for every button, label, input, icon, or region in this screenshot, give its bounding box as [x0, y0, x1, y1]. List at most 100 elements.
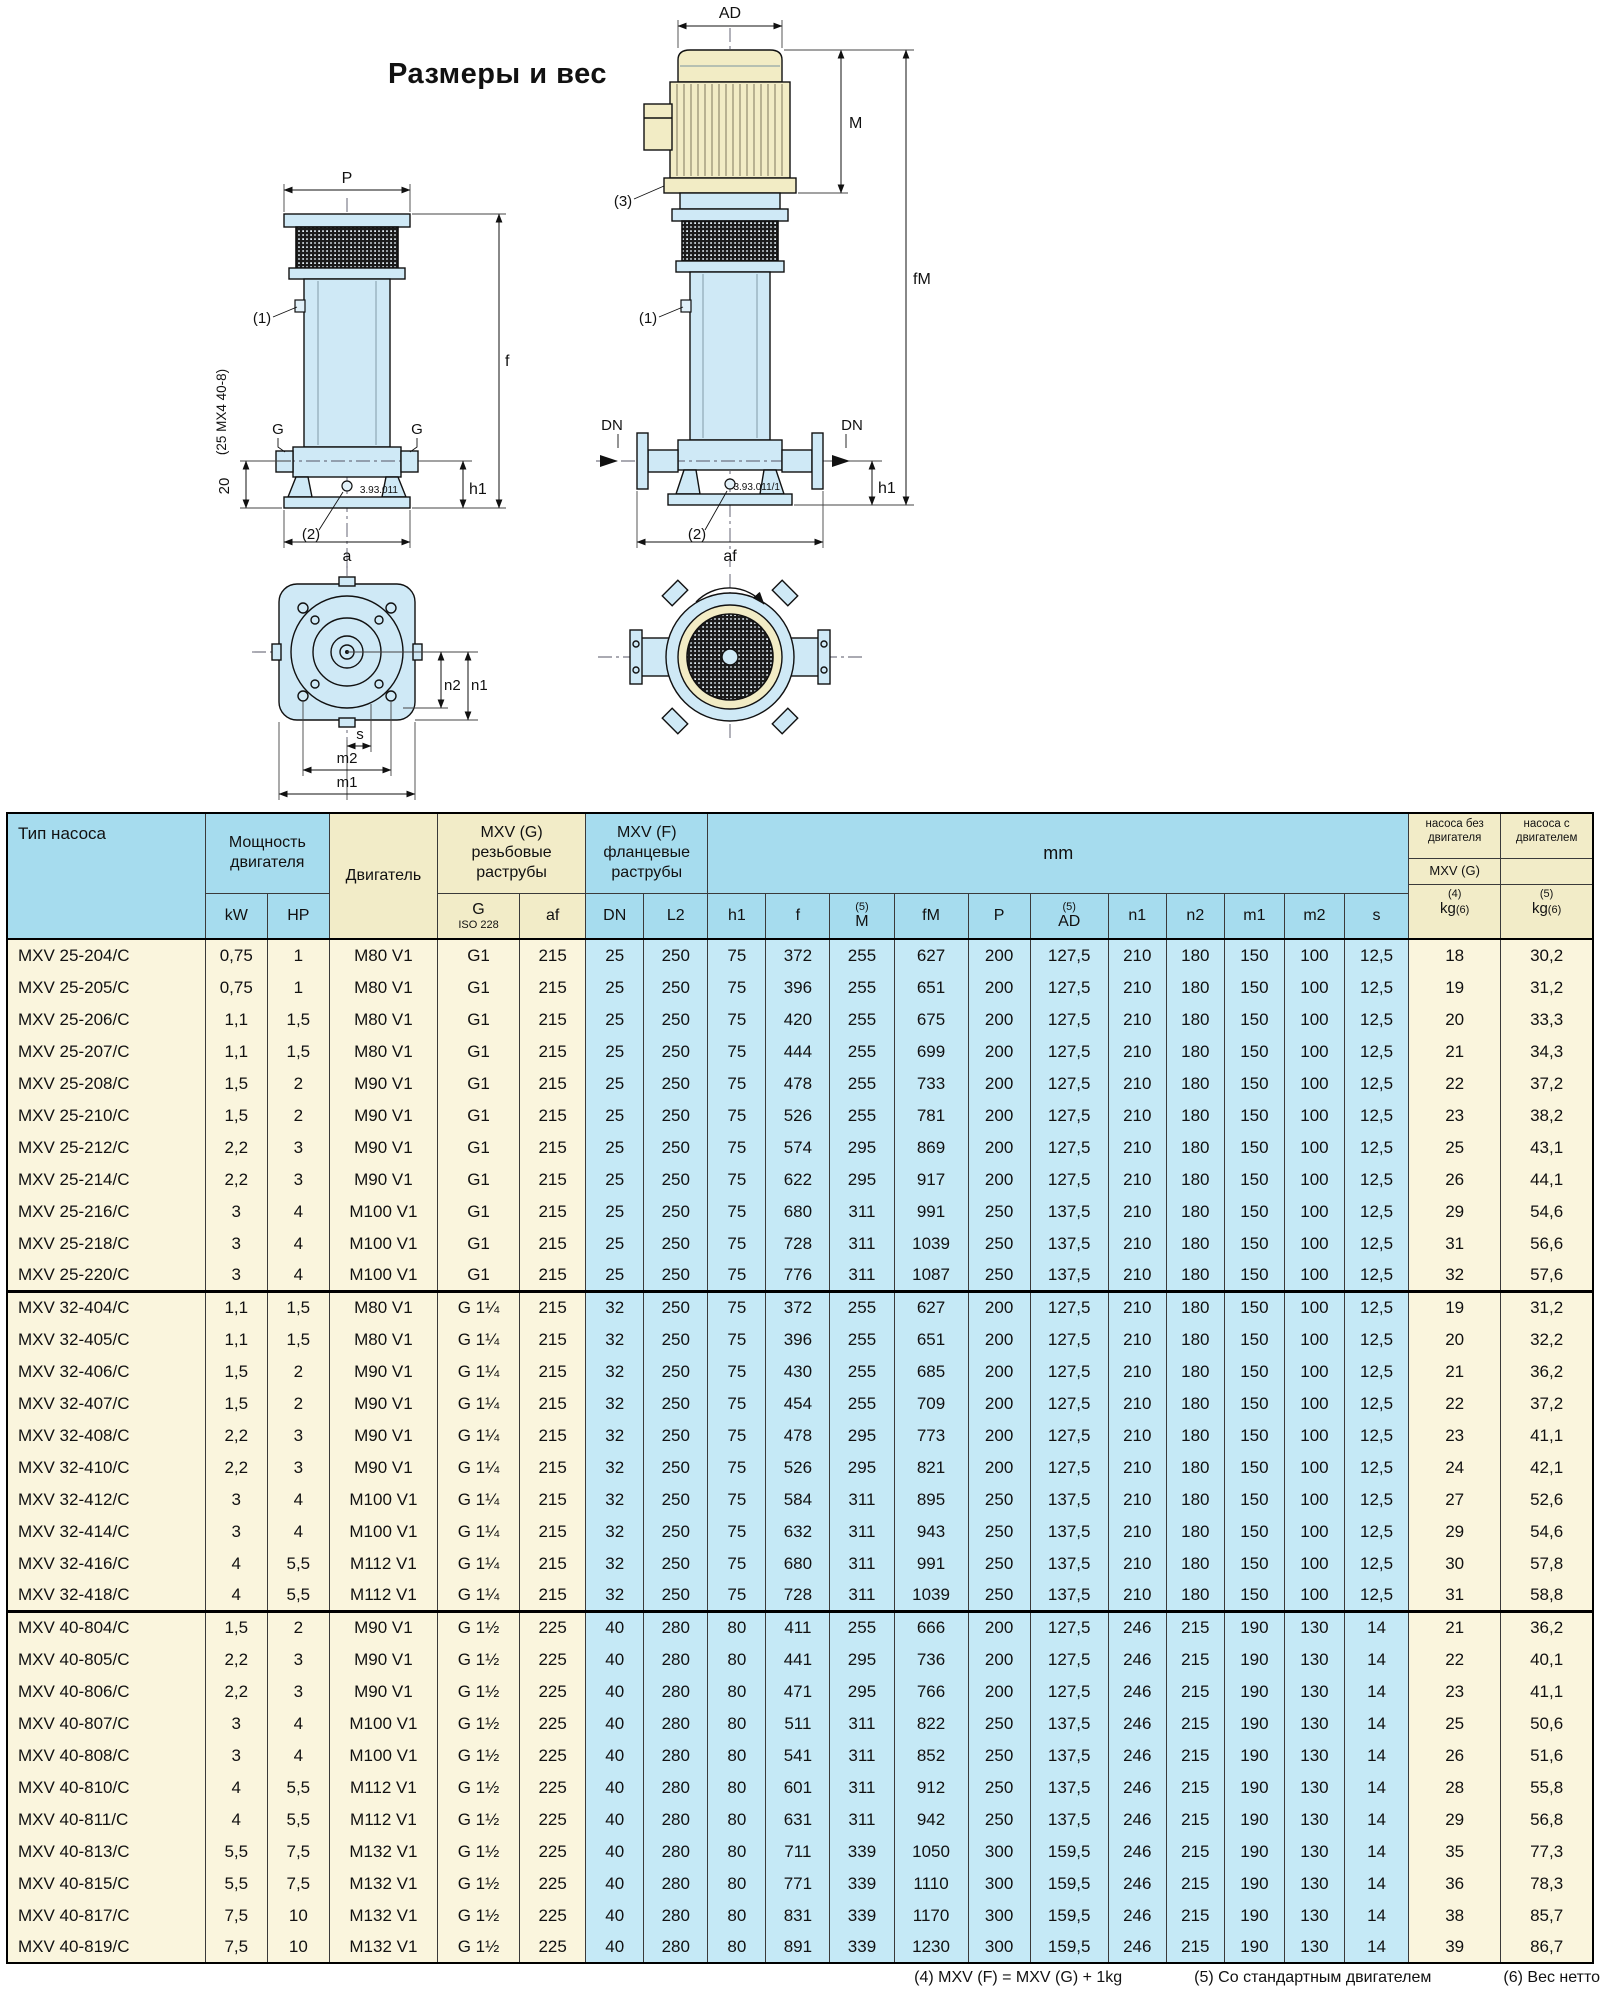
value-cell: 12,5	[1343, 1259, 1409, 1291]
note-label-25-mx4: (25 MX4 40-8)	[214, 369, 229, 455]
value-cell: 130	[1283, 1643, 1345, 1675]
value-cell: 3	[204, 1515, 268, 1547]
footnote-4: (4) MXV (F) = MXV (G) + 1kg	[914, 1969, 1123, 1986]
value-cell: 100	[1283, 1259, 1345, 1291]
value-cell: 31,2	[1500, 1289, 1593, 1323]
value-cell: 26	[1408, 1739, 1501, 1771]
value-cell: 150	[1223, 1483, 1285, 1515]
dim-label-h1-flanged: h1	[878, 480, 896, 497]
value-cell: 12,5	[1343, 1451, 1409, 1483]
value-cell: 54,6	[1500, 1515, 1593, 1547]
value-cell: 215	[1165, 1739, 1225, 1771]
value-cell: 75	[707, 1131, 766, 1163]
value-cell: 40	[585, 1867, 644, 1899]
top-view-flanged-pump	[598, 574, 862, 742]
value-cell: 250	[643, 1387, 708, 1419]
flow-arrow-inlet	[600, 455, 618, 467]
value-cell: 280	[643, 1867, 708, 1899]
value-cell: 210	[1107, 1419, 1167, 1451]
value-cell: 190	[1223, 1931, 1285, 1963]
value-cell: 75	[707, 1323, 766, 1355]
value-cell: 295	[829, 1131, 894, 1163]
value-cell: 255	[829, 1387, 894, 1419]
rotation-direction-arrow	[695, 587, 765, 605]
value-cell: 1,1	[204, 1323, 268, 1355]
value-cell: 43,1	[1500, 1131, 1593, 1163]
value-cell: 7,5	[266, 1867, 330, 1899]
value-cell: 14	[1343, 1707, 1409, 1739]
dim-label-h1: h1	[469, 481, 487, 498]
value-cell: 150	[1223, 1099, 1285, 1131]
col-header-n2: n2	[1165, 893, 1225, 940]
value-cell: 52,6	[1500, 1483, 1593, 1515]
value-cell: 526	[765, 1451, 830, 1483]
col-header-l2: L2	[643, 893, 708, 940]
dim-label-f: f	[505, 353, 510, 370]
value-cell: 709	[893, 1387, 969, 1419]
value-cell: 100	[1283, 1515, 1345, 1547]
value-cell: 4	[204, 1771, 268, 1803]
value-cell: 51,6	[1500, 1739, 1593, 1771]
value-cell: 891	[765, 1931, 830, 1963]
value-cell: 36,2	[1500, 1609, 1593, 1643]
value-cell: 311	[829, 1579, 894, 1611]
value-cell: G1	[436, 1131, 520, 1163]
value-cell: 23	[1408, 1419, 1501, 1451]
value-cell: G 1½	[436, 1707, 520, 1739]
value-cell: 215	[1165, 1771, 1225, 1803]
value-cell: 4	[266, 1515, 330, 1547]
value-cell: 200	[967, 1035, 1031, 1067]
value-cell: 77,3	[1500, 1835, 1593, 1867]
value-cell: 1,5	[204, 1099, 268, 1131]
value-cell: 200	[967, 1323, 1031, 1355]
value-cell: 821	[893, 1451, 969, 1483]
value-cell: 100	[1283, 1131, 1345, 1163]
dim-label-m2: m2	[337, 750, 358, 767]
col-header-pump-type: Тип насоса	[6, 813, 206, 940]
value-cell: G1	[436, 1003, 520, 1035]
value-cell: 200	[967, 1675, 1031, 1707]
value-cell: 19	[1408, 1289, 1501, 1323]
value-cell: 32	[585, 1289, 644, 1323]
value-cell: 215	[519, 1547, 586, 1579]
col-header-power: Мощность двигателя	[204, 813, 330, 894]
value-cell: 57,8	[1500, 1547, 1593, 1579]
value-cell: M112 V1	[328, 1547, 438, 1579]
value-cell: 210	[1107, 1515, 1167, 1547]
value-cell: G 1¼	[436, 1419, 520, 1451]
pump-type-cell: MXV 25-218/C	[6, 1227, 206, 1259]
value-cell: 280	[643, 1643, 708, 1675]
value-cell: 137,5	[1029, 1803, 1109, 1835]
value-cell: 150	[1223, 1163, 1285, 1195]
value-cell: 41,1	[1500, 1419, 1593, 1451]
value-cell: 200	[967, 1289, 1031, 1323]
pump-type-cell: MXV 25-212/C	[6, 1131, 206, 1163]
value-cell: 180	[1165, 1483, 1225, 1515]
value-cell: 3	[204, 1707, 268, 1739]
value-cell: 210	[1107, 1067, 1167, 1099]
value-cell: 80	[707, 1707, 766, 1739]
value-cell: 29	[1408, 1515, 1501, 1547]
value-cell: 300	[967, 1931, 1031, 1963]
value-cell: 215	[519, 1195, 586, 1227]
value-cell: 2,2	[204, 1643, 268, 1675]
value-cell: 100	[1283, 1579, 1345, 1611]
value-cell: G 1½	[436, 1771, 520, 1803]
value-cell: 632	[765, 1515, 830, 1547]
value-cell: 200	[967, 1163, 1031, 1195]
pump-type-cell: MXV 25-204/C	[6, 939, 206, 971]
value-cell: 180	[1165, 1289, 1225, 1323]
value-cell: G 1¼	[436, 1515, 520, 1547]
value-cell: 0,75	[204, 939, 268, 971]
value-cell: 12,5	[1343, 939, 1409, 971]
value-cell: 180	[1165, 1099, 1225, 1131]
value-cell: 2	[266, 1067, 330, 1099]
value-cell: 411	[765, 1609, 830, 1643]
value-cell: M100 V1	[328, 1515, 438, 1547]
dim-label-m-motor: M	[849, 115, 862, 132]
value-cell: 40	[585, 1675, 644, 1707]
value-cell: 711	[765, 1835, 830, 1867]
